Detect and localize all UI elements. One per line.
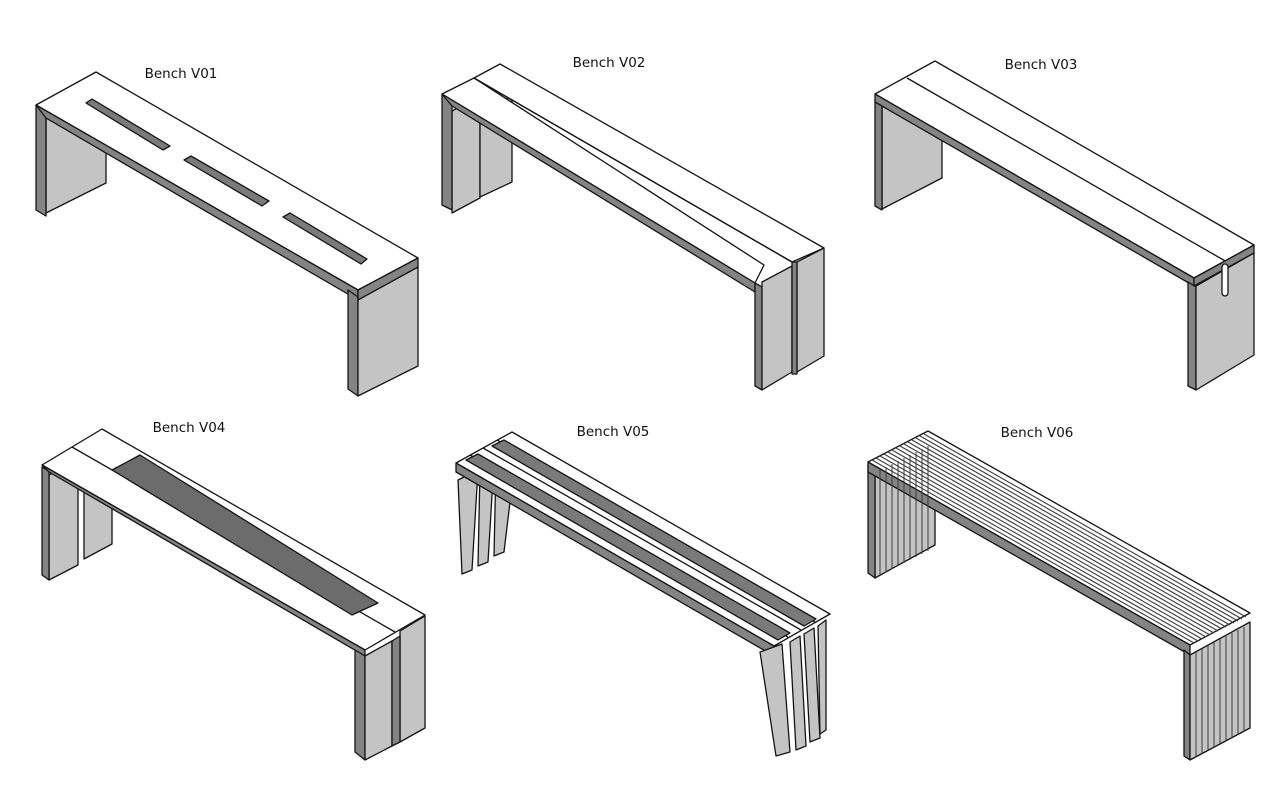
bench-v06-label: Bench V06 bbox=[1000, 425, 1074, 441]
bench-v05-label: Bench V05 bbox=[576, 424, 650, 440]
bench-v03-label: Bench V03 bbox=[1004, 57, 1078, 73]
bench-v04-label: Bench V04 bbox=[152, 420, 226, 436]
bench-v02-label: Bench V02 bbox=[572, 55, 646, 71]
bench-v01-label: Bench V01 bbox=[144, 66, 218, 82]
